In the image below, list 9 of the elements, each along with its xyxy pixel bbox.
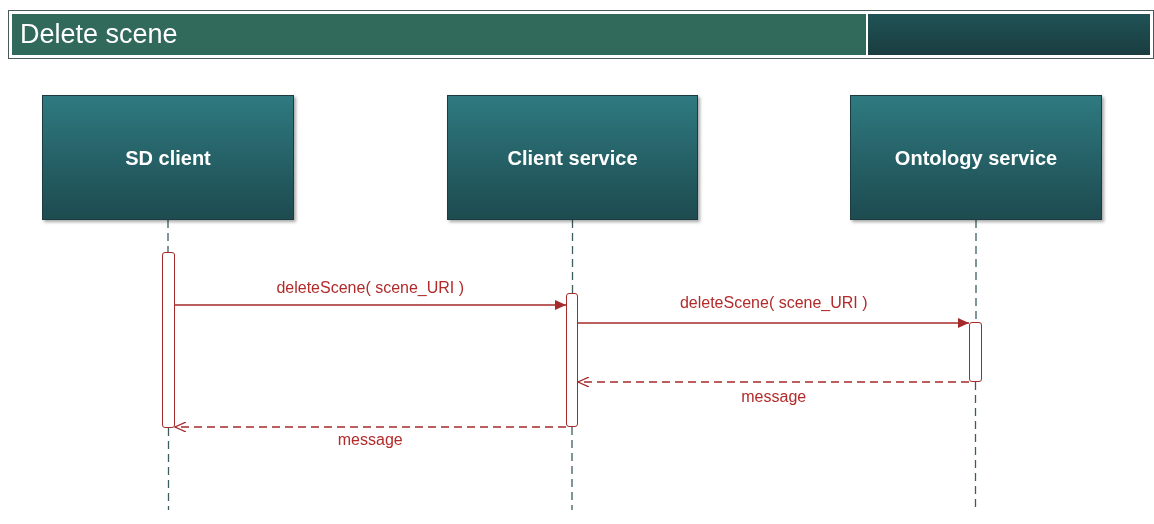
activation-bar xyxy=(566,293,578,427)
activation-bar xyxy=(969,322,982,382)
edge-label: deleteScene( scene_URI ) xyxy=(677,295,870,311)
edge-label: deleteScene( scene_URI ) xyxy=(274,280,467,296)
title-bar: Delete scene xyxy=(12,14,866,55)
participant-box: Client service xyxy=(447,95,698,220)
activation-bar xyxy=(162,252,175,428)
participant-box: SD client xyxy=(42,95,294,220)
participant-box: Ontology service xyxy=(850,95,1102,220)
